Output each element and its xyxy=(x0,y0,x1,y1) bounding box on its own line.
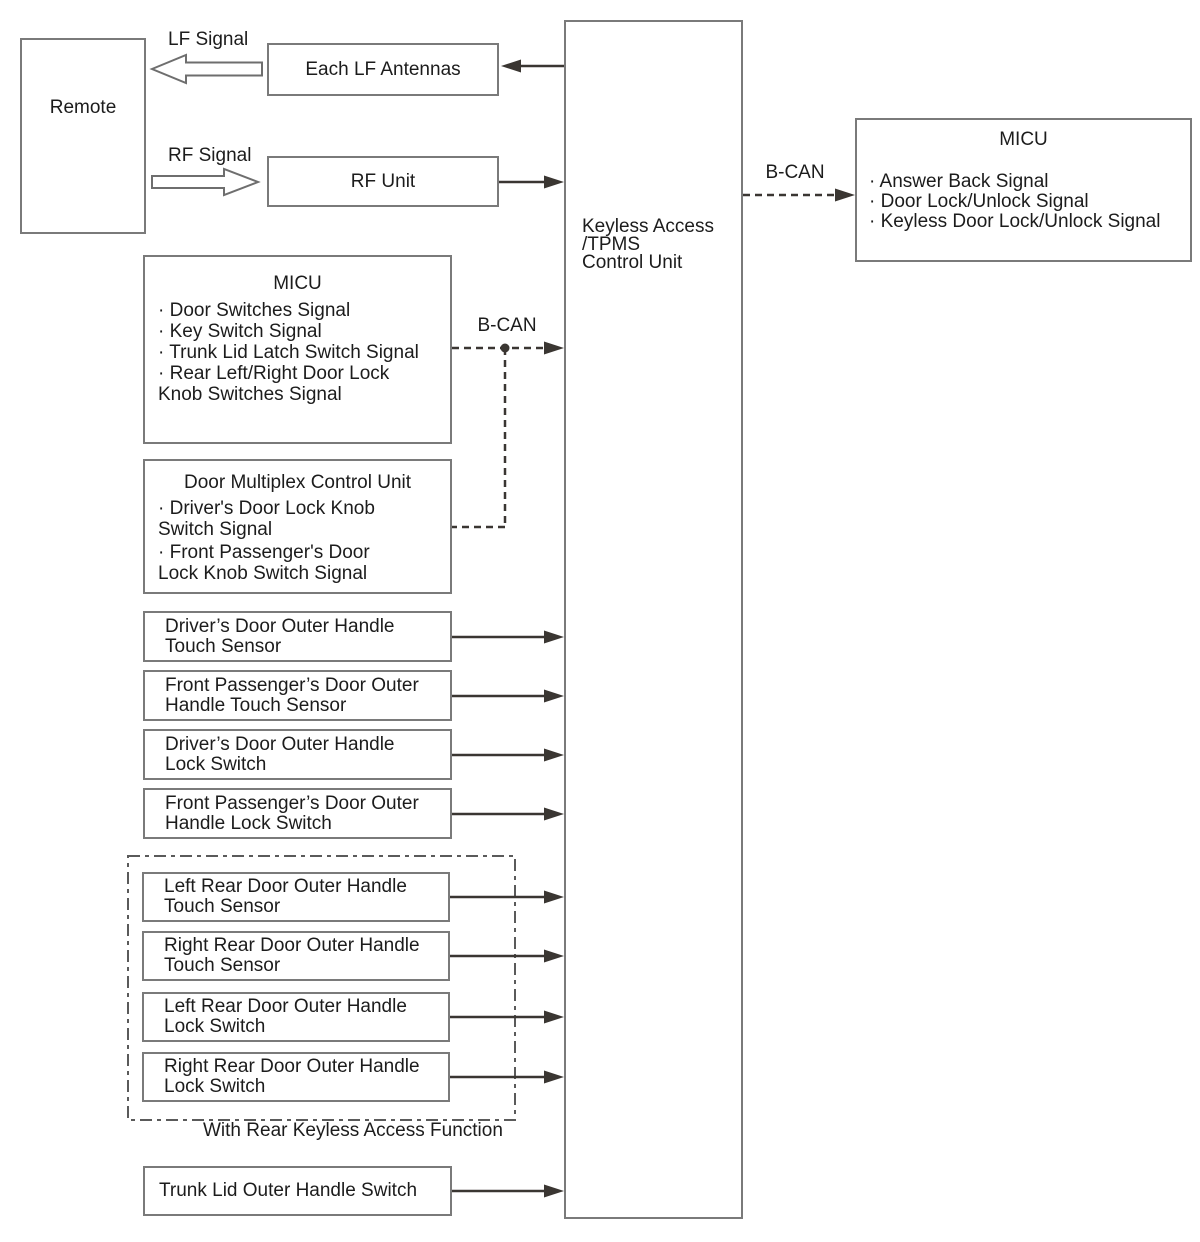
left-rear-door-lock-switch-node: Left Rear Door Outer Handle Lock Switch xyxy=(142,992,450,1042)
bcan-in-label: B-CAN xyxy=(477,315,537,336)
micu-input-title: MICU xyxy=(273,273,322,294)
lf-signal-label: LF Signal xyxy=(168,29,249,50)
rf-unit-node: RF Unit xyxy=(267,156,499,207)
micu-input-node: MICU · Door Switches Signal · Key Switch… xyxy=(143,255,452,444)
each-lf-antennas-label: Each LF Antennas xyxy=(305,58,461,80)
lf-signal-hollow-arrow xyxy=(149,53,263,85)
arrows-front-inputs xyxy=(452,630,564,821)
right-rear-door-lock-switch-node: Right Rear Door Outer Handle Lock Switch xyxy=(142,1052,450,1102)
each-lf-antennas-node: Each LF Antennas xyxy=(267,43,499,96)
micu-input-signals: · Door Switches Signal · Key Switch Sign… xyxy=(158,300,419,405)
node-label: Front Passenger’s Door Outer Handle Lock… xyxy=(165,792,419,834)
rf-unit-label: RF Unit xyxy=(350,170,416,192)
front-passengers-door-lock-switch-node: Front Passenger’s Door Outer Handle Lock… xyxy=(143,788,452,839)
control-unit-label: Keyless Access /TPMS Control Unit xyxy=(582,216,714,273)
micu-output-signals: · Answer Back Signal · Door Lock/Unlock … xyxy=(869,171,1161,232)
remote-node: Remote xyxy=(20,38,146,234)
node-label: Driver’s Door Outer Handle Touch Sensor xyxy=(165,615,395,657)
arrow-control-to-lf-antennas xyxy=(501,59,564,73)
door-multiplex-title: Door Multiplex Control Unit xyxy=(183,472,412,493)
drivers-door-touch-sensor-node: Driver’s Door Outer Handle Touch Sensor xyxy=(143,611,452,662)
bcan-in-dashed-net xyxy=(452,341,564,529)
node-label: Front Passenger’s Door Outer Handle Touc… xyxy=(165,674,419,716)
micu-output-title: MICU xyxy=(999,129,1048,150)
node-label: Trunk Lid Outer Handle Switch xyxy=(159,1180,418,1201)
node-label: Driver’s Door Outer Handle Lock Switch xyxy=(165,733,395,775)
node-label: Right Rear Door Outer Handle Lock Switch xyxy=(164,1056,420,1097)
door-multiplex-control-unit-node: Door Multiplex Control Unit · Driver's D… xyxy=(143,459,452,594)
bcan-out-dashed-arrow xyxy=(743,188,855,202)
arrows-rear-inputs xyxy=(450,890,564,1084)
front-passengers-door-touch-sensor-node: Front Passenger’s Door Outer Handle Touc… xyxy=(143,670,452,721)
left-rear-door-touch-sensor-node: Left Rear Door Outer Handle Touch Sensor xyxy=(142,872,450,922)
node-label: Left Rear Door Outer Handle Lock Switch xyxy=(164,996,407,1037)
node-label: Left Rear Door Outer Handle Touch Sensor xyxy=(164,876,407,917)
node-label: Right Rear Door Outer Handle Touch Senso… xyxy=(164,935,420,976)
micu-output-node: MICU · Answer Back Signal · Door Lock/Un… xyxy=(855,118,1192,262)
trunk-lid-outer-handle-switch-node: Trunk Lid Outer Handle Switch xyxy=(143,1166,452,1216)
door-multiplex-signal-1: · Driver's Door Lock Knob Switch Signal xyxy=(158,498,375,540)
bcan-out-label: B-CAN xyxy=(765,162,825,183)
rear-group-caption: With Rear Keyless Access Function xyxy=(203,1120,503,1141)
remote-label: Remote xyxy=(49,97,117,118)
keyless-access-tpms-control-unit-node: Keyless Access /TPMS Control Unit xyxy=(564,20,743,1219)
right-rear-door-touch-sensor-node: Right Rear Door Outer Handle Touch Senso… xyxy=(142,931,450,981)
arrow-rf-unit-to-control xyxy=(499,175,564,189)
door-multiplex-signal-2: · Front Passenger's Door Lock Knob Switc… xyxy=(158,542,370,584)
arrow-trunk-to-control xyxy=(452,1184,564,1198)
drivers-door-lock-switch-node: Driver’s Door Outer Handle Lock Switch xyxy=(143,729,452,780)
bcan-junction-dot xyxy=(500,343,510,353)
rf-signal-label: RF Signal xyxy=(168,145,252,166)
rf-signal-hollow-arrow xyxy=(151,167,261,197)
